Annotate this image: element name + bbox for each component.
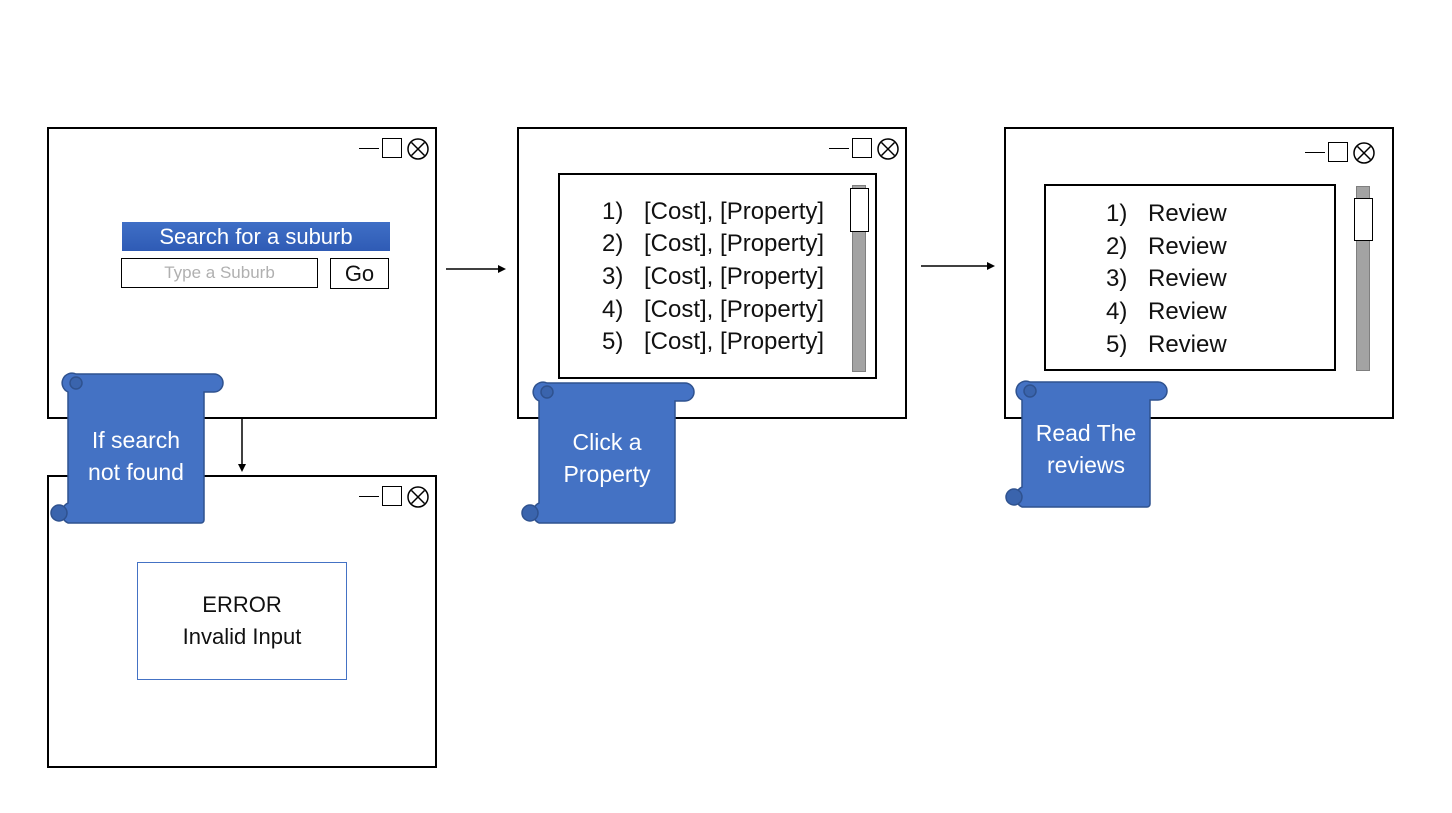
list-item-text: [Cost], [Property]: [644, 328, 825, 355]
arrow-search-to-error: [238, 418, 246, 472]
list-item-text: [Cost], [Property]: [644, 198, 825, 225]
list-item-number: 3): [602, 263, 624, 290]
error-message-box: ERROR Invalid Input: [137, 562, 347, 680]
list-item-number: 4): [602, 296, 624, 323]
minimize-icon[interactable]: [1305, 152, 1325, 153]
maximize-icon[interactable]: [1328, 142, 1348, 162]
close-icon[interactable]: [877, 138, 899, 160]
arrow-properties-to-reviews: [921, 262, 995, 270]
maximize-icon[interactable]: [852, 138, 872, 158]
window-controls: [1305, 142, 1377, 164]
scroll-callout-not-found: If search not found: [46, 372, 226, 526]
list-item-number: 2): [602, 230, 624, 257]
property-list: 1) [Cost], [Property] 2) [Cost], [Proper…: [558, 173, 877, 379]
list-item-text: [Cost], [Property]: [644, 296, 825, 323]
search-title-bar: Search for a suburb: [122, 222, 390, 251]
list-item-text: Review: [1148, 265, 1227, 292]
list-item-number: 3): [1106, 265, 1128, 292]
close-icon[interactable]: [1353, 142, 1375, 164]
list-item-text: [Cost], [Property]: [644, 263, 825, 290]
properties-window: 1) [Cost], [Property] 2) [Cost], [Proper…: [517, 127, 907, 419]
window-controls: [359, 486, 431, 508]
callout-line: Property: [563, 461, 651, 487]
callout-line: Read The: [1035, 420, 1137, 446]
minimize-icon[interactable]: [359, 496, 379, 497]
error-detail: Invalid Input: [182, 624, 302, 649]
scroll-callout-click-property: Click a Property: [519, 381, 697, 526]
scroll-callout-read-reviews: Read The reviews: [1004, 380, 1170, 510]
minimize-icon[interactable]: [829, 148, 849, 149]
list-item-number: 5): [1106, 331, 1128, 358]
list-item-text: Review: [1148, 233, 1227, 260]
close-icon[interactable]: [407, 486, 429, 508]
minimize-icon[interactable]: [359, 148, 379, 149]
arrow-search-to-properties: [446, 265, 506, 273]
callout-line: not found: [88, 459, 184, 485]
list-item-number: 2): [1106, 233, 1128, 260]
list-item-number: 1): [1106, 200, 1128, 227]
window-controls: [829, 138, 901, 160]
error-window: ERROR Invalid Input: [47, 475, 437, 768]
maximize-icon[interactable]: [382, 138, 402, 158]
list-item-number: 4): [1106, 298, 1128, 325]
error-title: ERROR: [202, 592, 282, 617]
callout-line: reviews: [1047, 452, 1125, 478]
list-item-text: Review: [1148, 298, 1227, 325]
scroll-banner-icon: [1005, 380, 1168, 508]
reviews-window: 1) Review 2) Review 3) Review 4) Review …: [1004, 127, 1394, 419]
search-window: Search for a suburb Type a Suburb Go: [47, 127, 437, 419]
callout-line: Click a: [572, 429, 642, 455]
scrollbar-thumb[interactable]: [1354, 198, 1373, 241]
suburb-search-input[interactable]: Type a Suburb: [121, 258, 318, 288]
list-item-text: [Cost], [Property]: [644, 230, 825, 257]
maximize-icon[interactable]: [382, 486, 402, 506]
window-controls: [359, 138, 431, 160]
close-icon[interactable]: [407, 138, 429, 160]
callout-line: If search: [91, 427, 181, 453]
list-item-text: Review: [1148, 200, 1227, 227]
list-item-text: Review: [1148, 331, 1227, 358]
scroll-banner-icon: [50, 372, 224, 524]
scroll-banner-icon: [521, 381, 695, 524]
go-button[interactable]: Go: [330, 258, 389, 289]
list-item-number: 1): [602, 198, 624, 225]
scrollbar-thumb[interactable]: [850, 188, 869, 232]
list-item-number: 5): [602, 328, 624, 355]
review-list: 1) Review 2) Review 3) Review 4) Review …: [1044, 184, 1336, 371]
